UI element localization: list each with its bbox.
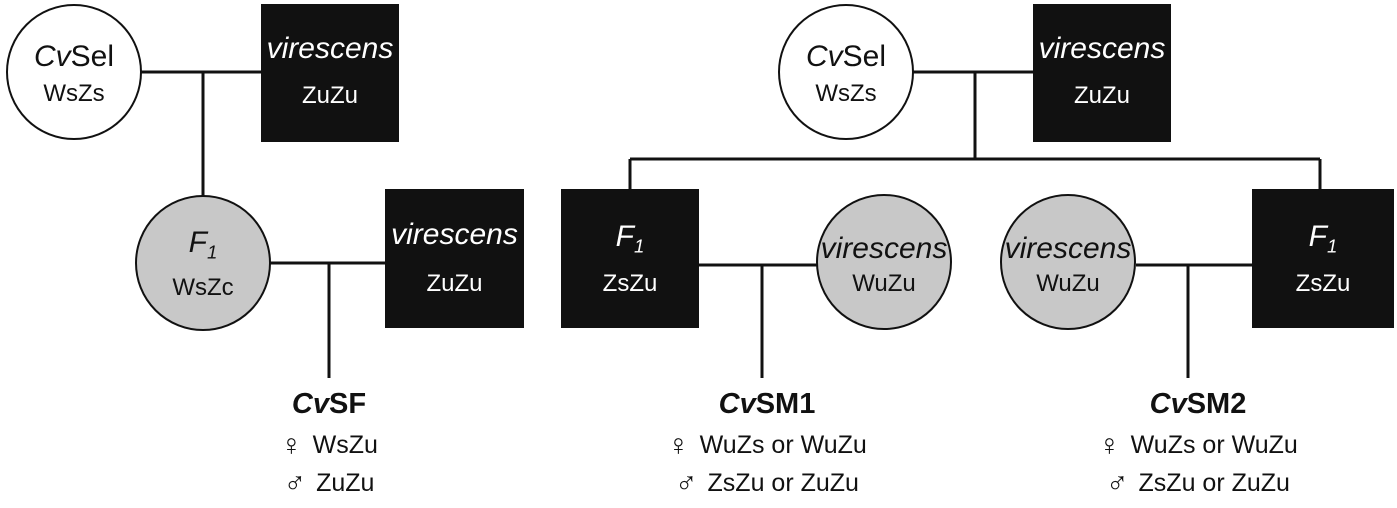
virescens-left-genotype: WuZu	[852, 270, 916, 297]
virescens-genotype: ZuZu	[301, 82, 358, 109]
virescens-label-3: virescens ZuZu	[1034, 32, 1170, 110]
f1-hybrid-female-circle	[135, 195, 271, 331]
virescens-female-circle-left	[816, 194, 952, 330]
female-symbol: ♀	[667, 429, 690, 462]
f1-genotype: WsZc	[172, 273, 234, 301]
f1-right-label: F1 ZsZu	[1253, 220, 1393, 298]
f1-left-label: F1 ZsZu	[562, 220, 698, 298]
male-symbol: ♂	[1106, 467, 1129, 500]
connector-lines	[140, 70, 1322, 378]
f1-right-genotype: ZsZu	[1295, 269, 1351, 297]
virescens-right-label: virescens WuZu	[1002, 232, 1134, 298]
cvsel-genotype: WsZs	[43, 80, 105, 107]
male-symbol: ♂	[675, 467, 698, 500]
virescens-partner-genotype: ZuZu	[426, 270, 483, 297]
virescens-genotype-3: ZuZu	[1073, 82, 1130, 109]
cvsf-offspring: CvSF ♀WsZu ♂ZuZu	[280, 388, 378, 500]
female-symbol: ♀	[1098, 429, 1121, 462]
virescens-left-label: virescens WuZu	[818, 232, 950, 298]
cvsel-genotype-2: WsZs	[815, 80, 877, 107]
male-symbol: ♂	[283, 467, 307, 500]
virescens-male-square-3	[1033, 4, 1171, 142]
cvsm1-offspring: CvSM1 ♀WuZs or WuZu ♂ZsZu or ZuZu	[667, 388, 867, 500]
f1-label: F1 WsZc	[139, 226, 267, 302]
cvsel-female-circle	[6, 4, 142, 140]
f1-hybrid-male-square-left	[561, 189, 699, 328]
f1-hybrid-male-square-right	[1252, 189, 1394, 328]
cvsel-label-2: CvSel WsZs	[782, 40, 910, 108]
virescens-partner-label: virescens ZuZu	[386, 218, 523, 298]
cvsel-female-circle-2	[778, 4, 914, 140]
virescens-female-circle-right	[1000, 194, 1136, 330]
virescens-right-genotype: WuZu	[1036, 270, 1100, 297]
cvsel-label: CvSel WsZs	[10, 40, 138, 108]
cvsm2-offspring: CvSM2 ♀WuZs or WuZu ♂ZsZu or ZuZu	[1098, 388, 1298, 500]
virescens-male-square-2	[385, 189, 524, 328]
female-symbol: ♀	[280, 429, 303, 462]
f1-left-genotype: ZsZu	[602, 269, 658, 297]
virescens-label: virescens ZuZu	[262, 32, 398, 110]
virescens-male-square	[261, 4, 399, 142]
